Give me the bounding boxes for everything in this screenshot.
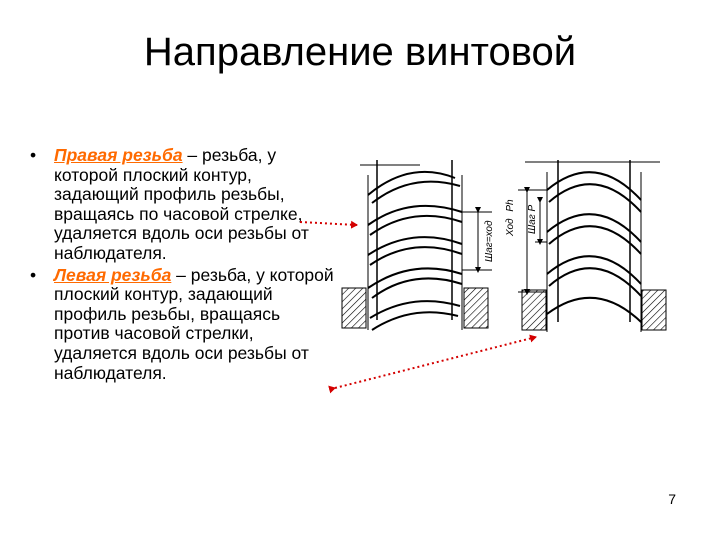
bullet-dot: • [30,264,37,285]
definition-left-thread: – резьба, у которой плоский контур, зада… [54,264,334,383]
page-number: 7 [668,491,676,507]
label-lead-symbol: Ph [505,199,516,212]
bullet-right-thread: • Правая резьба – резьба, у которой плос… [26,145,336,264]
dimension-pitch-left [462,207,492,273]
label-step-equals-lead: Шаг=ход [484,220,495,262]
slide-title: Направление винтовой [143,30,577,74]
definition-right-thread: – резьба, у которой плоский контур, зада… [54,145,309,263]
term-left-thread: Левая резьба [54,264,172,285]
label-lead-ph: Ход Ph [505,199,516,237]
label-lead-word: Ход [505,218,516,237]
bullet-left-thread: • Левая резьба – резьба, у которой плоск… [26,264,336,384]
dimension-lead-right [518,187,547,295]
double-thread-screw [521,160,667,332]
label-step-p: Шаг P [527,205,538,234]
bullet-list: • Правая резьба – резьба, у которой плос… [26,145,336,385]
arrow-to-left-thread [328,334,537,394]
arrow-to-right-thread [299,220,358,229]
term-right-thread: Правая резьба [54,145,183,165]
bullet-dot: • [30,145,37,165]
right-hand-thread-screw [341,160,489,331]
